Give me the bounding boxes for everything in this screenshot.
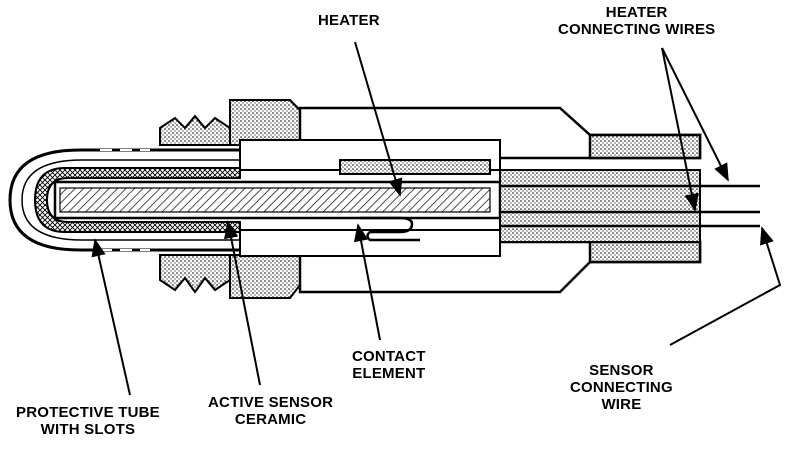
heater-wires-leader-2 <box>661 47 699 212</box>
wire-seal <box>499 169 701 243</box>
inner-sleeve <box>239 139 501 257</box>
label-protective-tube: PROTECTIVE TUBE WITH SLOTS <box>16 404 160 438</box>
heater-leader <box>354 41 403 197</box>
heater-core <box>59 187 491 213</box>
protective-tube <box>8 148 250 252</box>
label-heater-connecting-wires: HEATER CONNECTING WIRES <box>558 4 716 38</box>
active-sensor-ceramic <box>33 167 241 233</box>
contact-element-leader <box>353 223 381 341</box>
protective-tube-leader <box>91 238 131 396</box>
sensor-wire-leader <box>669 226 782 346</box>
heater-connecting-wires <box>500 184 760 214</box>
heater-wires-leader-1 <box>661 47 729 182</box>
label-active-sensor-ceramic: ACTIVE SENSOR CERAMIC <box>208 394 334 428</box>
label-heater: HEATER <box>318 12 380 29</box>
label-contact-element: CONTACT ELEMENT <box>352 348 426 382</box>
active-sensor-leader <box>224 220 261 386</box>
label-sensor-connecting-wire: SENSOR CONNECTING WIRE <box>570 362 673 413</box>
